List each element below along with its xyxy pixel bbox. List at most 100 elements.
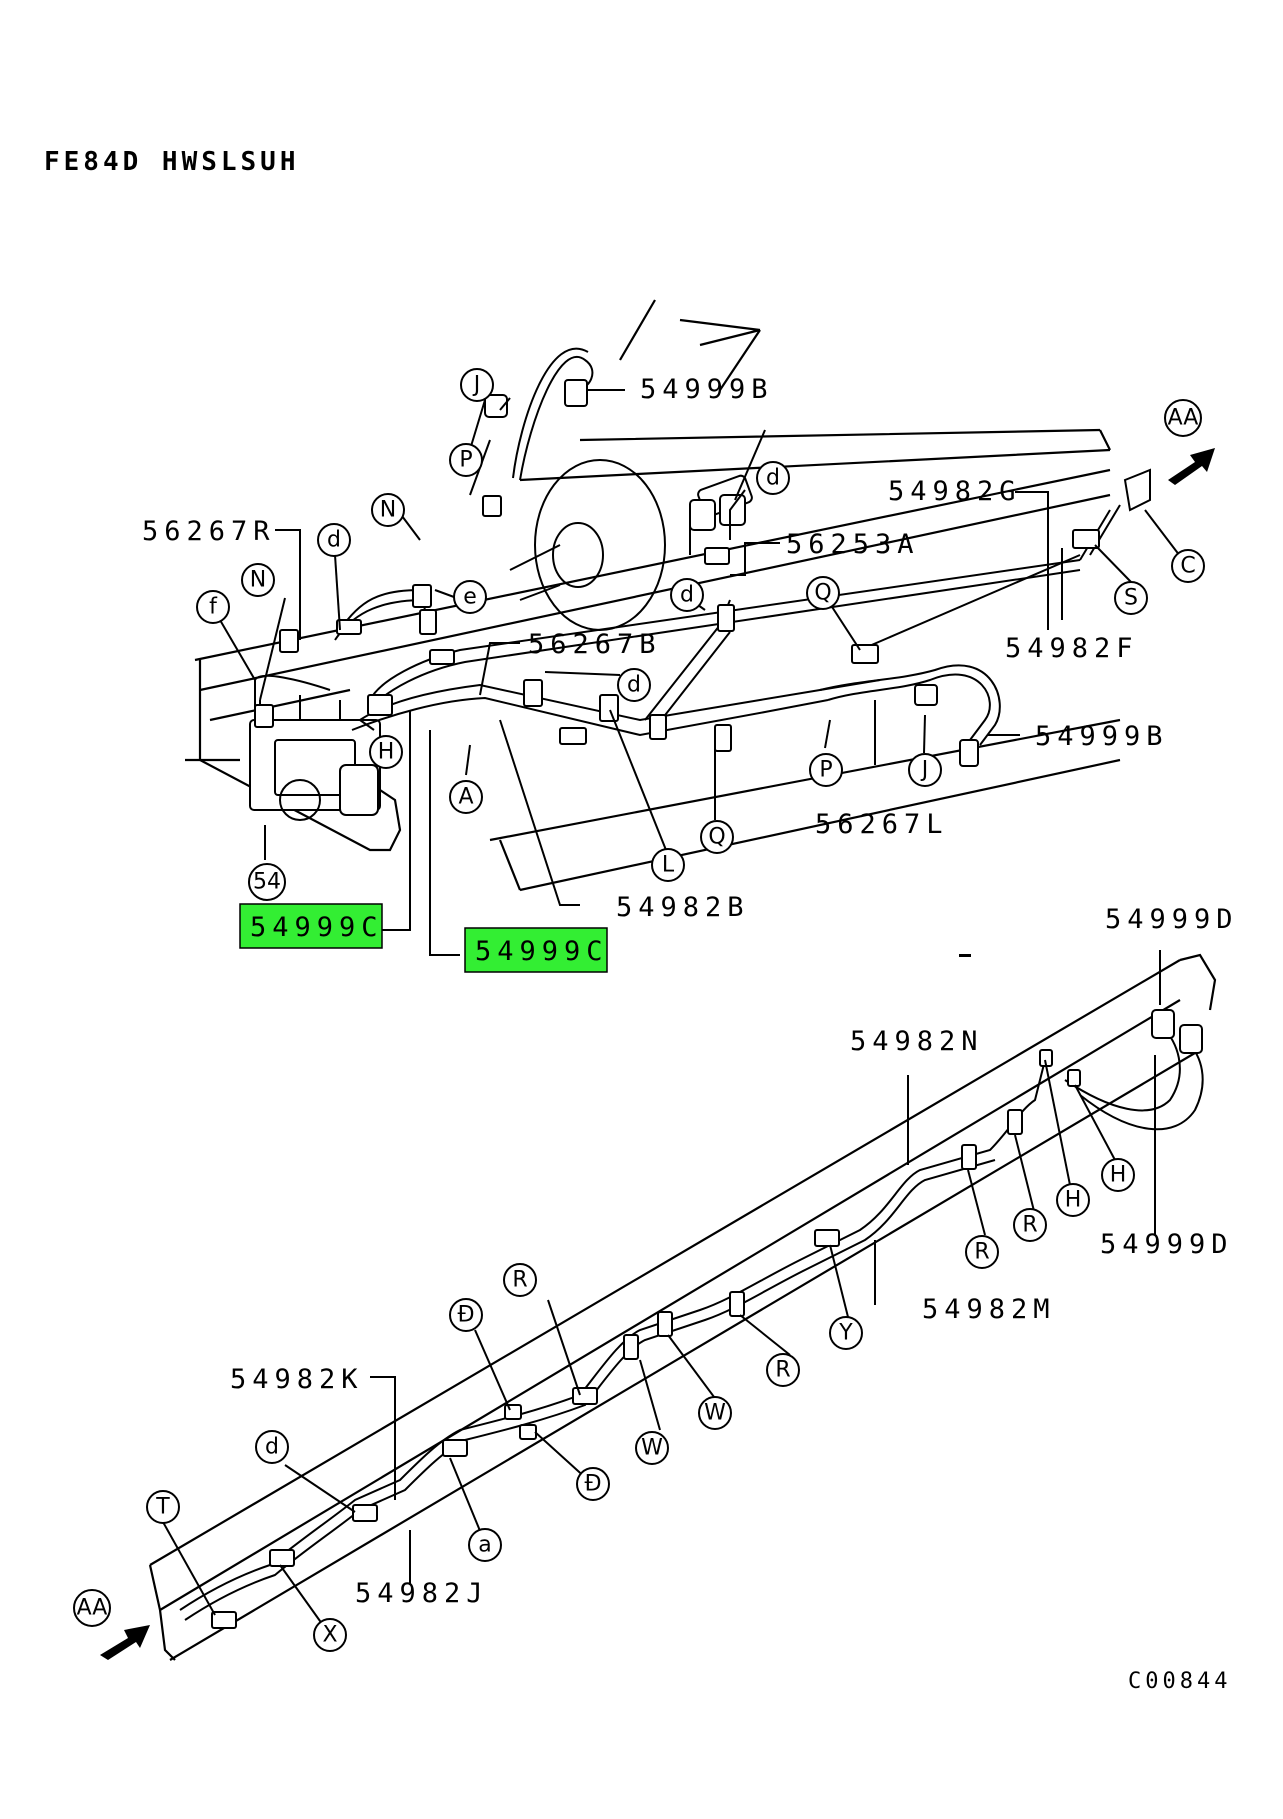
callout-N-left: N	[241, 563, 275, 597]
svg-text:Đ: Đ	[584, 1472, 601, 1497]
hydraulic-unit	[249, 695, 381, 821]
svg-text:R: R	[775, 1358, 790, 1383]
callout-d-bottom: d	[255, 1430, 289, 1464]
svg-text:P: P	[459, 448, 472, 473]
svg-text:R: R	[1022, 1213, 1037, 1238]
callout-J-lower: J	[908, 753, 942, 787]
callout-R-1: R	[1013, 1208, 1047, 1242]
svg-text:d: d	[627, 673, 641, 698]
arrow-aa-bottom-icon	[100, 1625, 150, 1660]
callout-P-lower: P	[809, 753, 843, 787]
svg-text:Y: Y	[838, 1321, 853, 1346]
svg-text:X: X	[322, 1623, 337, 1648]
callouts: J P N d N f e d d d H A L Q P J Q S C AA…	[73, 368, 1205, 1652]
callout-L: L	[651, 848, 685, 882]
callout-H-b1: H	[1056, 1183, 1090, 1217]
svg-text:d: d	[265, 1435, 279, 1460]
label-54982G: 54982G	[888, 476, 1022, 507]
highlight-box-left	[239, 903, 383, 949]
callout-S: S	[1114, 581, 1148, 615]
label-54982M: 54982M	[922, 1294, 1056, 1325]
lower-frame-rails	[148, 953, 1217, 1661]
label-56267B: 56267B	[528, 629, 662, 660]
brake-booster	[509, 459, 753, 631]
callout-AA-top: AA	[1164, 399, 1202, 437]
callout-R-3: R	[766, 1353, 800, 1387]
label-54982J: 54982J	[355, 1578, 489, 1609]
svg-text:S: S	[1124, 586, 1138, 611]
callout-N-top: N	[371, 493, 405, 527]
svg-text:AA: AA	[1168, 406, 1199, 431]
callout-Y: Y	[829, 1316, 863, 1350]
svg-text:f: f	[209, 595, 218, 620]
svg-text:Q: Q	[814, 581, 831, 606]
part-labels: 54999B 56267R 54982G 56253A 56267B 54982…	[142, 374, 1239, 1609]
svg-text:H: H	[1065, 1188, 1082, 1213]
svg-text:W: W	[641, 1436, 663, 1461]
callout-W-1: W	[698, 1396, 732, 1430]
label-56253A: 56253A	[786, 529, 920, 560]
reference-code: C00844	[1128, 1669, 1231, 1694]
svg-text:J: J	[472, 373, 481, 398]
svg-text:d: d	[327, 528, 341, 553]
svg-text:T: T	[155, 1495, 170, 1520]
svg-text:N: N	[250, 568, 266, 593]
svg-text:Q: Q	[708, 825, 725, 850]
callout-d-right: d	[756, 461, 790, 495]
svg-text:A: A	[458, 785, 473, 810]
callout-Q-lower: Q	[700, 820, 734, 854]
callout-R-2: R	[965, 1235, 999, 1269]
arrow-aa-top-icon	[1168, 448, 1215, 485]
callout-W-2: W	[635, 1431, 669, 1465]
svg-text:54: 54	[253, 870, 281, 895]
svg-text:d: d	[680, 583, 694, 608]
label-54999C-left: 54999C	[250, 912, 384, 943]
label-54999B-right: 54999B	[1035, 721, 1169, 752]
svg-text:C: C	[1180, 554, 1195, 579]
svg-text:J: J	[920, 758, 929, 783]
label-54982B: 54982B	[616, 892, 750, 923]
svg-text:L: L	[662, 853, 675, 878]
lower-clips	[211, 1009, 1203, 1629]
label-56267R: 56267R	[142, 516, 276, 547]
callout-H-top: H	[369, 735, 403, 769]
svg-text:a: a	[478, 1533, 491, 1558]
label-54982N: 54982N	[850, 1026, 984, 1057]
svg-text:H: H	[1110, 1163, 1127, 1188]
upper-clips	[254, 379, 1151, 957]
svg-text:Đ: Đ	[457, 1303, 474, 1328]
callout-AA-bottom: AA	[73, 1589, 111, 1627]
callout-d-top: d	[317, 523, 351, 557]
lower-brake-pipes	[179, 1029, 1204, 1621]
callout-d-mid: d	[670, 578, 704, 612]
svg-text:P: P	[819, 758, 832, 783]
svg-text:R: R	[974, 1240, 989, 1265]
svg-text:R: R	[512, 1268, 527, 1293]
svg-text:d: d	[766, 466, 780, 491]
svg-text:AA: AA	[77, 1596, 108, 1621]
svg-text:H: H	[378, 740, 395, 765]
callout-d-center: d	[617, 668, 651, 702]
callout-X: X	[313, 1618, 347, 1652]
svg-text:e: e	[463, 585, 477, 610]
label-54982K: 54982K	[230, 1364, 364, 1395]
label-54982F: 54982F	[1005, 633, 1139, 664]
label-54999D-top: 54999D	[1105, 904, 1239, 935]
svg-text:W: W	[704, 1401, 726, 1426]
highlight-box-mid	[464, 927, 608, 973]
callout-C: C	[1171, 549, 1205, 583]
callout-Q-upper: Q	[806, 576, 840, 610]
upper-brake-pipes	[254, 347, 1121, 746]
callout-f: f	[196, 590, 230, 624]
callout-A: A	[449, 780, 483, 814]
diagram-title: FE84D HWSLSUH	[44, 147, 300, 177]
callout-a: a	[468, 1528, 502, 1562]
callout-D-2: Đ	[576, 1467, 610, 1501]
label-56267L: 56267L	[815, 809, 949, 840]
callout-P-top: P	[449, 443, 483, 477]
callout-54: 54	[248, 863, 286, 901]
callout-T: T	[146, 1490, 180, 1524]
label-54999C-mid: 54999C	[475, 936, 609, 967]
callout-e: e	[453, 580, 487, 614]
